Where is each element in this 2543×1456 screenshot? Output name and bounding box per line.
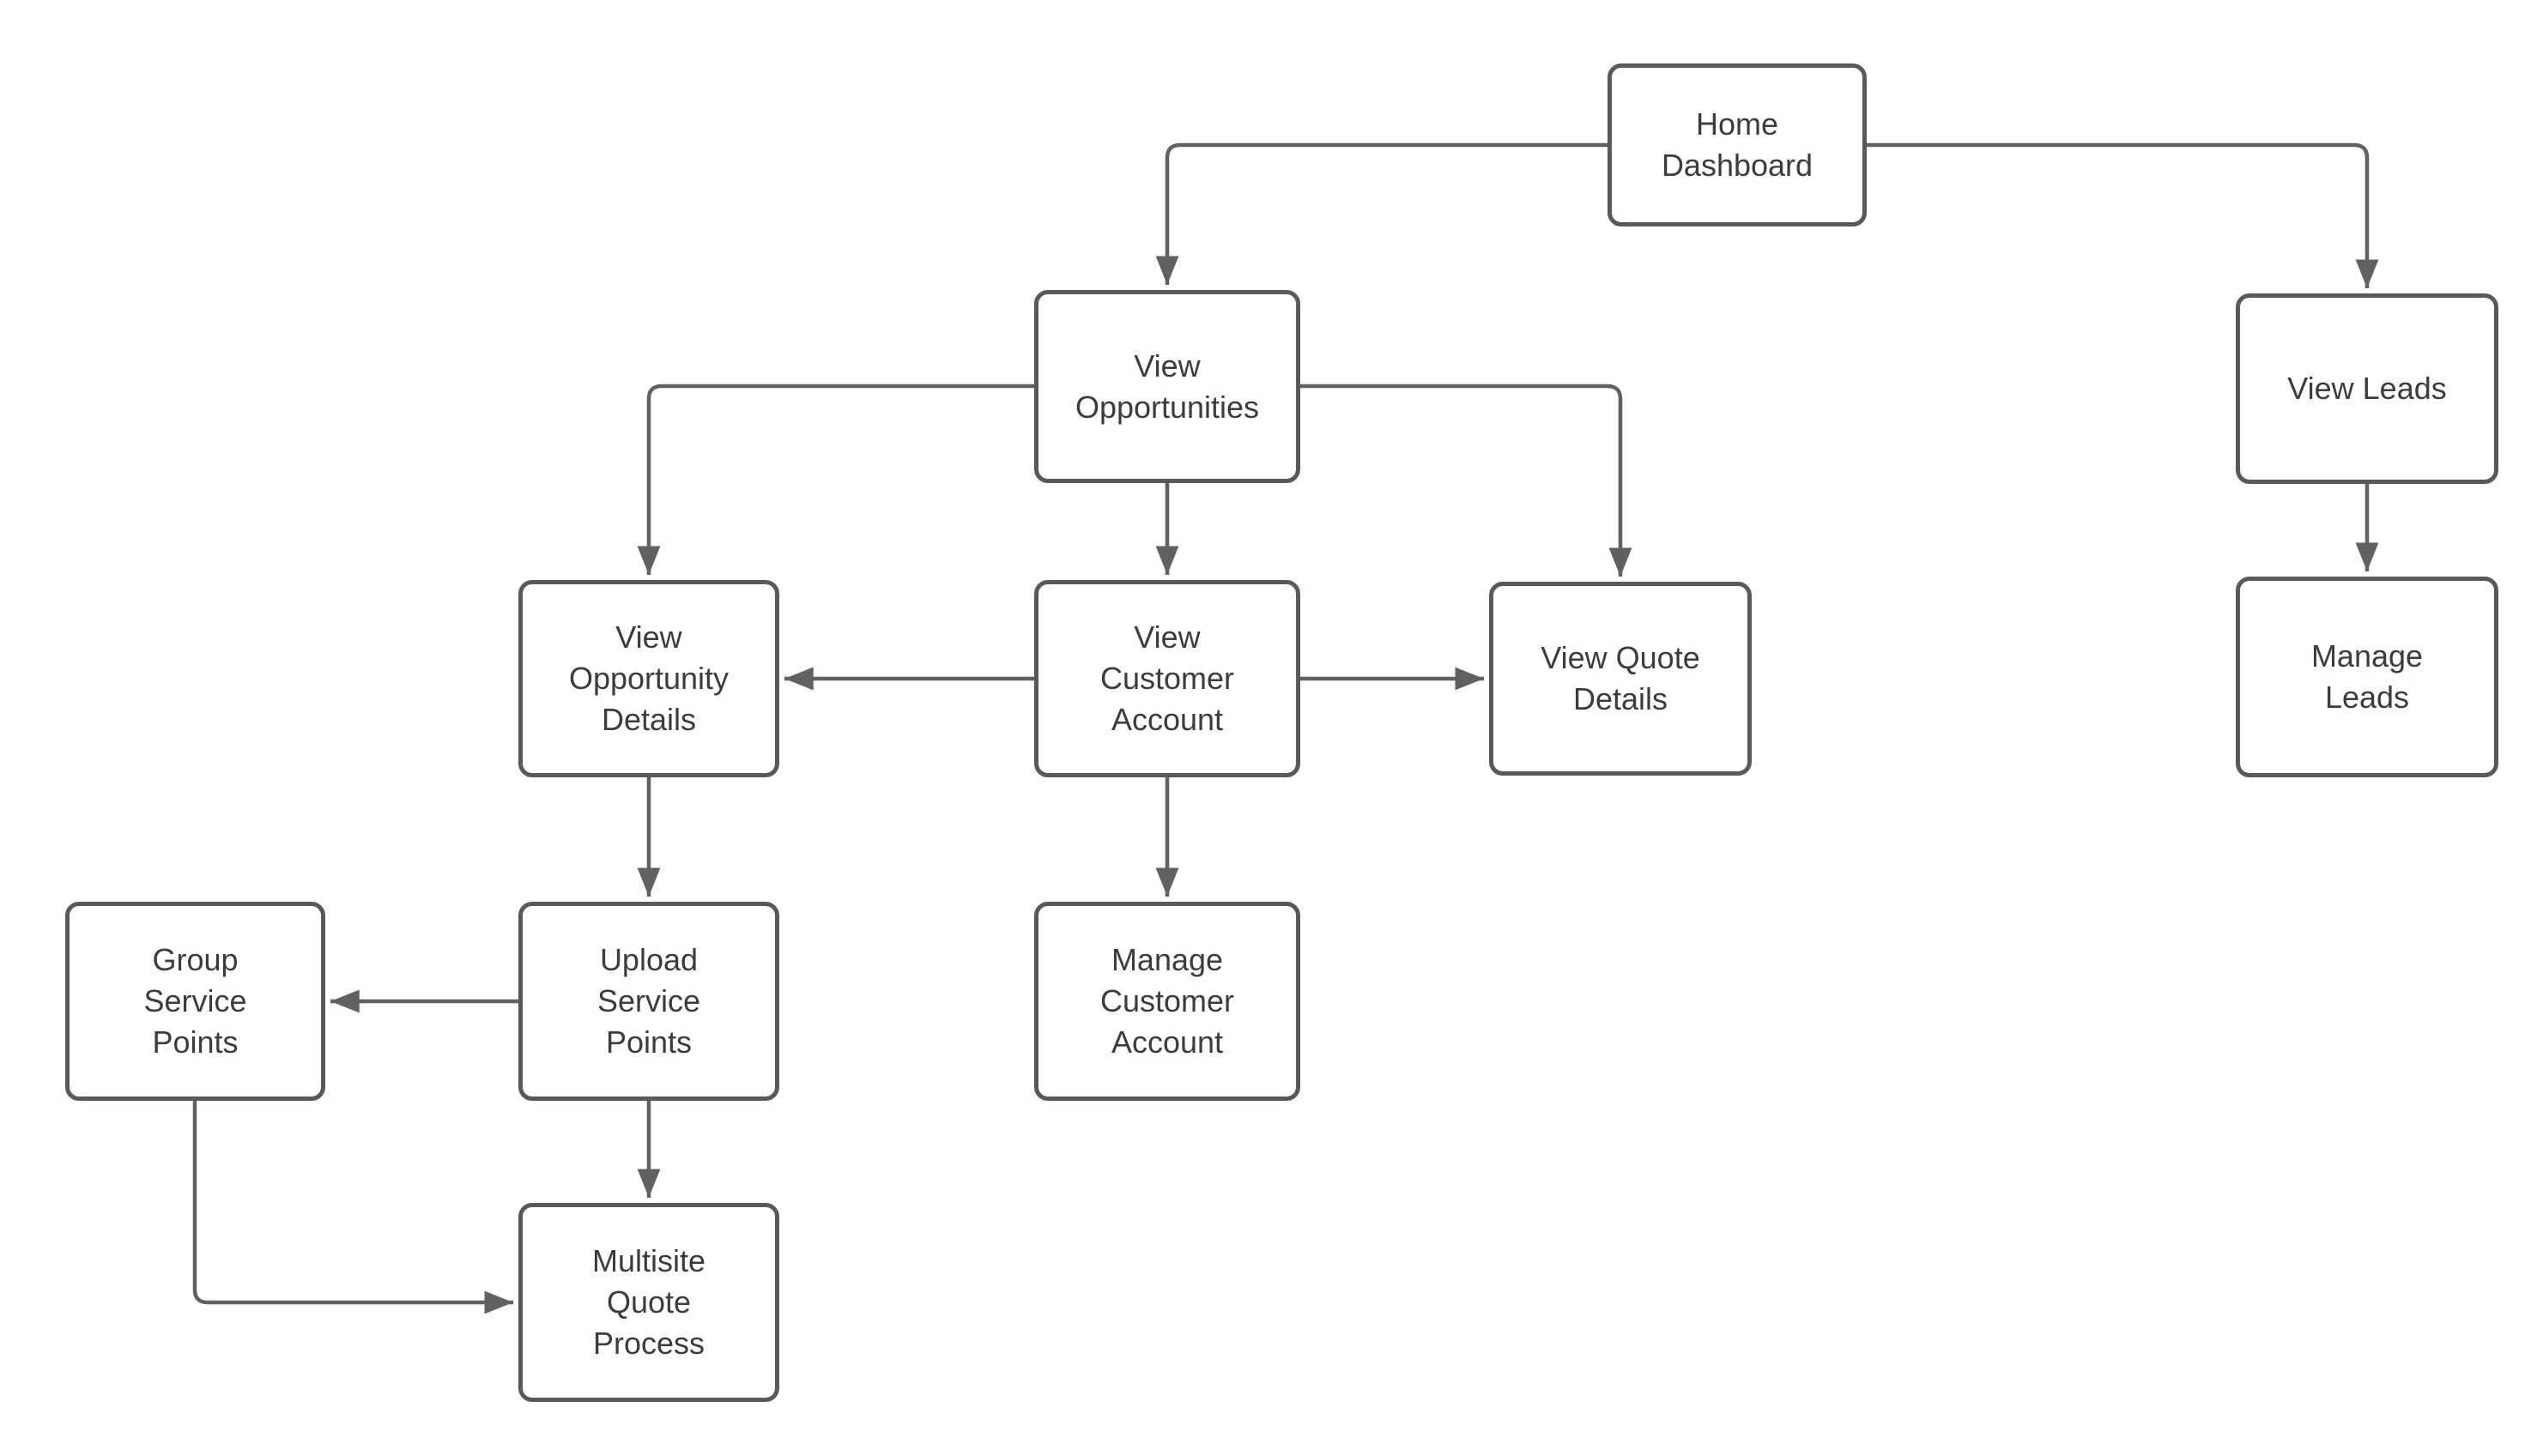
node-multisite-quote-process: Multisite Quote Process	[518, 1203, 779, 1402]
edge-view-opportunities-to-view-quote-details	[1300, 384, 1632, 577]
node-group-service-points: Group Service Points	[65, 902, 325, 1101]
node-upload-service-points: Upload Service Points	[518, 902, 779, 1101]
edge-group-service-points-to-multisite-quote-process	[192, 1101, 513, 1314]
edge-view-opportunities-to-view-opportunity-details	[637, 384, 1034, 575]
node-manage-customer-account: Manage Customer Account	[1034, 902, 1300, 1101]
node-view-customer-account: View Customer Account	[1034, 580, 1300, 777]
edge-home-dashboard-to-view-leads	[1867, 142, 2379, 288]
node-view-opportunity-details: View Opportunity Details	[518, 580, 779, 777]
node-view-leads: View Leads	[2236, 293, 2498, 484]
node-view-quote-details: View Quote Details	[1489, 582, 1752, 776]
node-home-dashboard: Home Dashboard	[1608, 63, 1867, 227]
node-view-opportunities: View Opportunities	[1034, 290, 1300, 483]
node-manage-leads: Manage Leads	[2236, 577, 2498, 777]
edge-home-dashboard-to-view-opportunities	[1155, 142, 1608, 285]
